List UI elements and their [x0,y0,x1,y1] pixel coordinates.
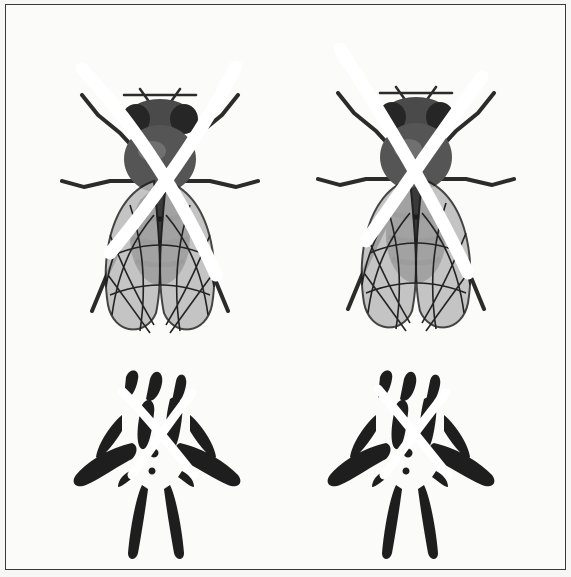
fly-illustration-left [62,89,258,333]
cross-out-mark-bottom-right [378,389,448,475]
pattern-illustration-left [74,370,241,559]
pattern-illustration-right [328,370,495,559]
cross-out-mark-bottom-left [122,391,194,475]
figure-illustration [6,5,564,568]
figure-frame [5,4,566,570]
fly-illustration-right [318,87,514,331]
